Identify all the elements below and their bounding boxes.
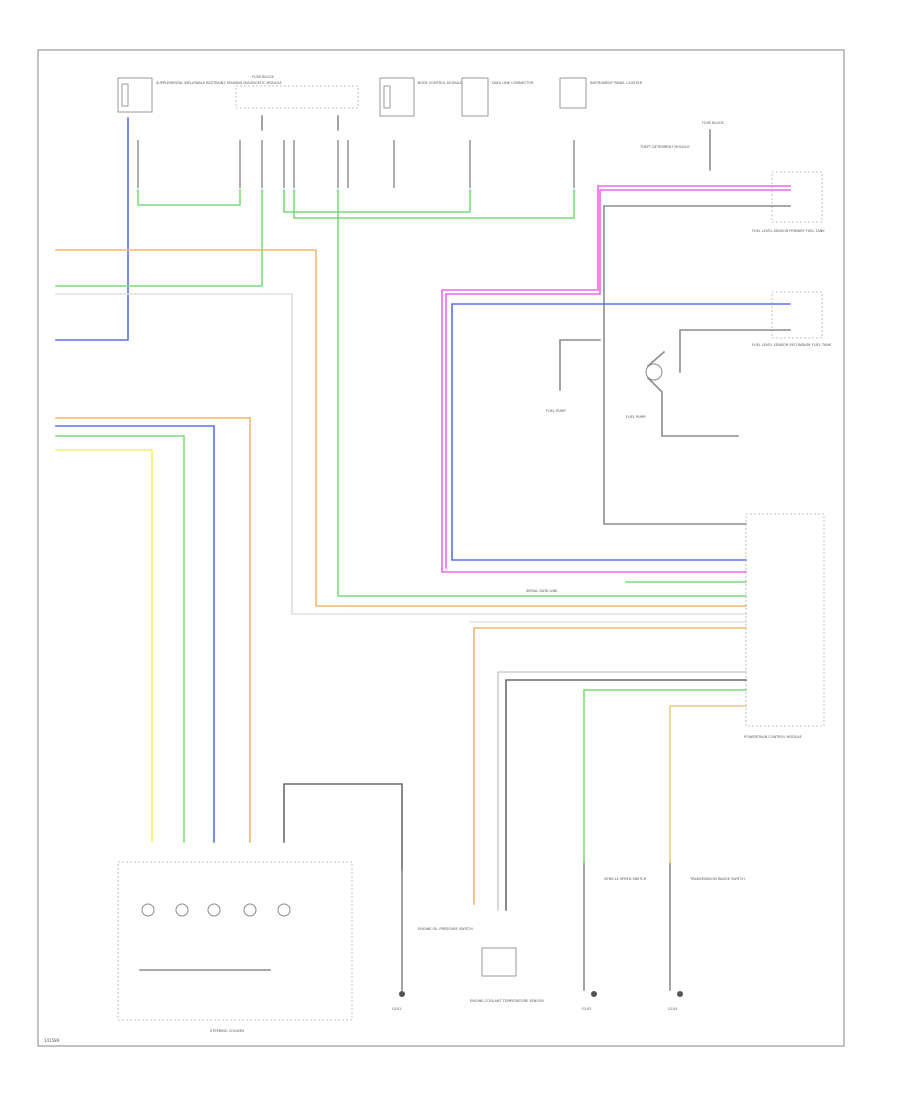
- steering-wires: [55, 417, 403, 871]
- steering-column-box: [117, 861, 353, 1021]
- fuel-pump-symbol: [645, 363, 663, 381]
- label-fuel-sender-secondary: FUEL LEVEL SENSOR SECONDARY FUEL TANK: [752, 343, 832, 347]
- label-fuel-pump-a: FUEL PUMP: [546, 409, 566, 413]
- top-connectors: [137, 140, 575, 188]
- label-top-module-b: BODY CONTROL MODULE: [418, 81, 462, 85]
- label-fuel-pump-b: FUEL PUMP: [626, 415, 646, 419]
- module-box-5: [559, 77, 587, 109]
- steering-column: STEERING COLUMN: [117, 861, 353, 1033]
- pcm-box: [745, 513, 825, 727]
- label-ground-1: G101: [392, 1007, 401, 1011]
- module-box-1-inner: [121, 83, 129, 107]
- label-fuse-block: FUSE BLOCK: [252, 75, 275, 79]
- fuel-section: FUSE BLOCK THEFT DETERRENT MODULE FUEL L…: [441, 121, 832, 573]
- fuse-block-box: [235, 85, 359, 109]
- label-top-module-d: INSTRUMENT PANEL CLUSTER: [590, 81, 643, 85]
- label-switch-c: VEHICLE SPEED SWITCH: [604, 877, 647, 881]
- top-components: SUPPLEMENTAL INFLATABLE RESTRAINT SENSIN…: [117, 75, 643, 117]
- label-steering-column: STEERING COLUMN: [210, 1029, 244, 1033]
- pcm-block: POWERTRAIN CONTROL MODULE SERIAL DATA LI…: [469, 513, 825, 911]
- diagram-frame: [37, 49, 845, 1047]
- label-pcm: POWERTRAIN CONTROL MODULE: [744, 735, 802, 739]
- contact-3: [207, 903, 221, 917]
- figure-id: 141589: [44, 1038, 60, 1043]
- left-feed-wires: [55, 189, 747, 615]
- fuel-sender-secondary-box: [771, 291, 823, 339]
- contact-4: [243, 903, 257, 917]
- label-ground-3: G103: [582, 1007, 591, 1011]
- label-top-module-e: THEFT DETERRENT MODULE: [639, 145, 690, 149]
- label-ground-4: G104: [668, 1007, 678, 1011]
- label-top-module-a: SUPPLEMENTAL INFLATABLE RESTRAINT SENSIN…: [156, 81, 282, 85]
- module-box-4: [461, 77, 489, 117]
- label-top-module-c: DATA LINK CONNECTOR: [492, 81, 534, 85]
- contact-5: [277, 903, 291, 917]
- module-box-3-inner: [383, 85, 391, 109]
- sensor-b-box: [481, 947, 517, 977]
- label-serial-data: SERIAL DATA LINK: [526, 589, 558, 593]
- bottom-sensors: G101 ENGINE OIL PRESSURE SWITCH ENGINE C…: [392, 863, 745, 1011]
- module-box-1: [117, 77, 153, 113]
- label-switch-d: TRANSMISSION RANGE SWITCH: [689, 877, 745, 881]
- contact-2: [175, 903, 189, 917]
- label-fuse-small: FUSE BLOCK: [702, 121, 725, 125]
- label-fuel-sender-primary: FUEL LEVEL SENSOR PRIMARY FUEL TANK: [752, 229, 825, 233]
- top-wires: [55, 115, 575, 341]
- contact-1: [141, 903, 155, 917]
- fuel-sender-primary-box: [771, 171, 823, 223]
- label-sensor-b: ENGINE COOLANT TEMPERATURE SENSOR: [470, 999, 544, 1003]
- label-switch-a: ENGINE OIL PRESSURE SWITCH: [418, 927, 473, 931]
- module-box-3: [379, 77, 415, 117]
